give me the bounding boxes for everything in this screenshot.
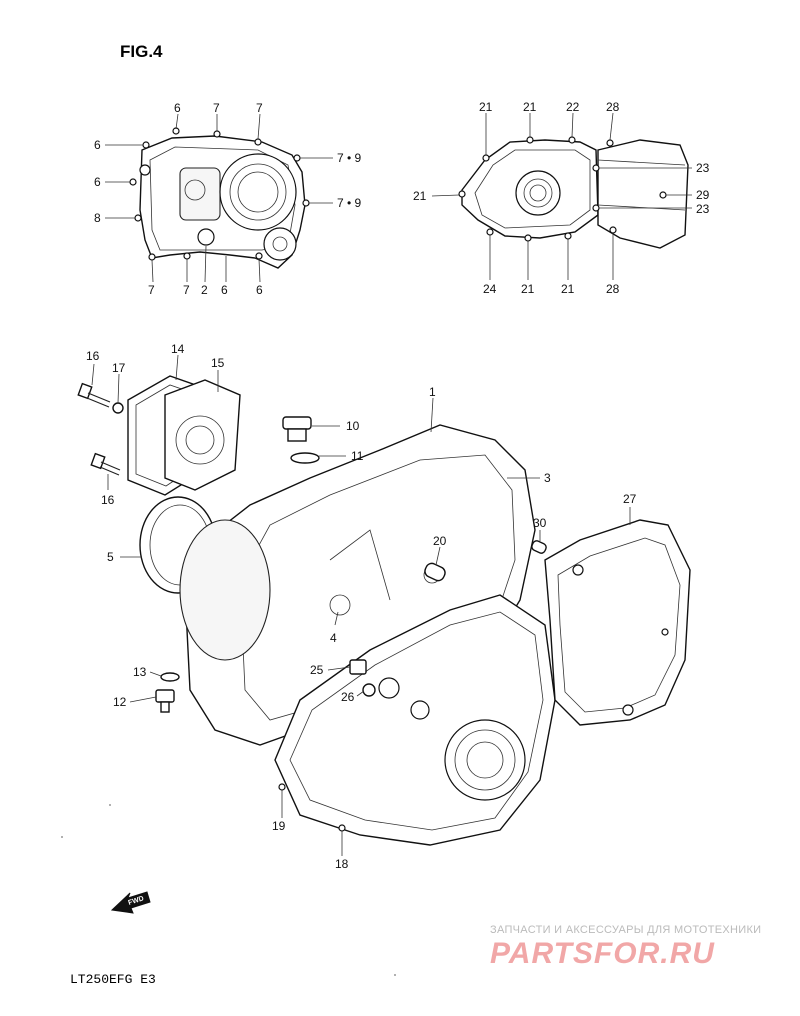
main-leaders: [91, 354, 631, 856]
svg-text:6: 6: [94, 175, 101, 189]
svg-text:6: 6: [256, 283, 263, 297]
dowel-30: [531, 540, 547, 554]
o-ring-11: [290, 452, 320, 464]
svg-text:26: 26: [341, 690, 355, 704]
svg-text:23: 23: [696, 202, 710, 216]
dowel-20: [424, 562, 446, 582]
fwd-arrow-icon: FWD: [110, 891, 151, 914]
inset-right-leaders: [431, 112, 692, 280]
svg-text:18: 18: [335, 857, 349, 871]
svg-text:7: 7: [213, 101, 220, 115]
svg-text:5: 5: [107, 550, 114, 564]
inset-left-leaders: [105, 113, 333, 283]
svg-text:15: 15: [211, 356, 225, 370]
svg-text:10: 10: [346, 419, 360, 433]
watermark: ЗАПЧАСТИ И АКСЕССУАРЫ ДЛЯ МОТОТЕХНИКИ PA…: [490, 924, 761, 970]
drain-bolt-12: [155, 689, 175, 713]
svg-text:25: 25: [310, 663, 324, 677]
svg-text:ЗАПЧАСТИ И АКСЕССУАРЫ ДЛЯ МОТО: ЗАПЧАСТИ И АКСЕССУАРЫ ДЛЯ МОТОТЕХНИКИ: [490, 924, 761, 936]
inset-left-cover: [129, 127, 310, 269]
svg-text:12: 12: [113, 695, 127, 709]
scan-dot: [109, 804, 111, 806]
svg-text:21: 21: [523, 100, 537, 114]
svg-text:19: 19: [272, 819, 286, 833]
svg-text:11: 11: [351, 449, 364, 463]
model-code: LT250EFG E3: [70, 972, 156, 987]
svg-text:6: 6: [94, 138, 101, 152]
inset-right-cover: [458, 136, 689, 249]
svg-text:8: 8: [94, 211, 101, 225]
callouts-right-cover: 21 21 22 28 21 23 29 23 24 21 21 28: [413, 100, 710, 296]
svg-text:22: 22: [566, 100, 580, 114]
plug-25: [349, 659, 367, 675]
svg-text:6: 6: [221, 283, 228, 297]
svg-text:4: 4: [330, 631, 337, 645]
scan-dot: [61, 836, 63, 838]
svg-text:28: 28: [606, 282, 620, 296]
figure-title: FIG.4: [120, 42, 163, 61]
svg-text:14: 14: [171, 342, 185, 356]
svg-text:1: 1: [429, 385, 436, 399]
svg-text:13: 13: [133, 665, 147, 679]
svg-text:30: 30: [533, 516, 547, 530]
svg-text:6: 6: [174, 101, 181, 115]
svg-text:21: 21: [561, 282, 575, 296]
svg-text:20: 20: [433, 534, 447, 548]
svg-text:3: 3: [544, 471, 551, 485]
bolt-16-lower: [90, 452, 121, 476]
svg-text:7: 7: [148, 283, 155, 297]
svg-text:2: 2: [201, 283, 208, 297]
svg-text:27: 27: [623, 492, 637, 506]
svg-text:PARTSFOR.RU: PARTSFOR.RU: [490, 937, 715, 970]
svg-text:FWD: FWD: [127, 895, 144, 907]
oil-filler-cap-10: [282, 416, 312, 442]
callouts-left-cover: 6 7 7 6 6 8 7 7 2 6 6 7 • 9 7 • 9: [94, 101, 362, 297]
bolt-16-upper: [77, 382, 111, 408]
svg-text:21: 21: [479, 100, 493, 114]
svg-text:24: 24: [483, 282, 497, 296]
gasket-15: [164, 379, 241, 491]
svg-text:21: 21: [413, 189, 427, 203]
svg-text:17: 17: [112, 361, 126, 375]
scan-dot: [394, 974, 396, 976]
svg-text:7 • 9: 7 • 9: [337, 151, 362, 165]
svg-text:16: 16: [86, 349, 100, 363]
svg-text:21: 21: [521, 282, 535, 296]
o-ring-26: [362, 683, 376, 697]
svg-text:28: 28: [606, 100, 620, 114]
svg-text:23: 23: [696, 161, 710, 175]
svg-text:7: 7: [183, 283, 190, 297]
svg-text:7: 7: [256, 101, 263, 115]
callouts-main: 16 17 14 15 16 1 10 11 3 27 5 30 20 4 25…: [86, 342, 637, 871]
svg-text:29: 29: [696, 188, 710, 202]
washer-17: [112, 402, 124, 414]
svg-text:7 • 9: 7 • 9: [337, 196, 362, 210]
svg-text:16: 16: [101, 493, 115, 507]
washer-13: [160, 672, 180, 682]
